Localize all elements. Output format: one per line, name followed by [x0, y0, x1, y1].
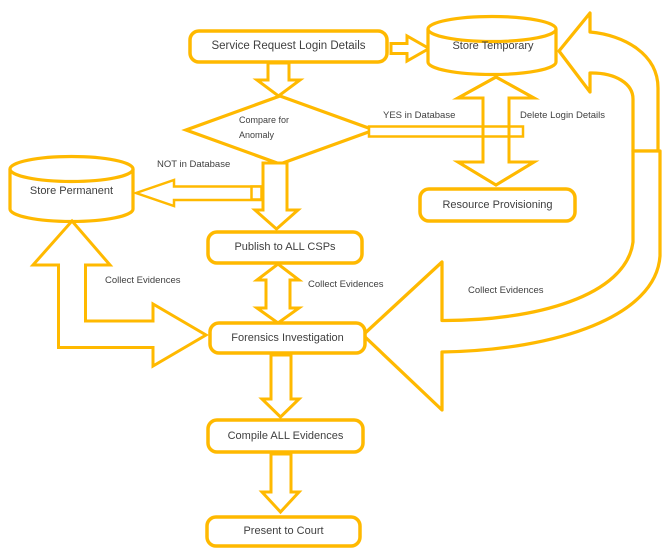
- forensics-box: [208, 321, 367, 355]
- present-court-box: [205, 515, 362, 548]
- compare-anomaly-label: Compare for Anomaly: [239, 113, 289, 143]
- arrow-store-temporary-resource-outline: [452, 75, 540, 187]
- arrow-publish-forensics-double: [252, 262, 304, 325]
- publish-csps-label: Publish to ALL CSPs: [234, 241, 336, 254]
- compare-anomaly-label-line2: Anomaly: [239, 130, 275, 140]
- compare-anomaly-label-line1: Compare for: [239, 115, 290, 125]
- arrow-compare-to-store-permanent: [132, 178, 270, 208]
- arrow-store-permanent-forensics-bent-double: [29, 218, 209, 369]
- arrow-service-to-store-temporary: [389, 33, 433, 64]
- edge-label-collect-evidences-left: Collect Evidences: [105, 275, 181, 286]
- arrow-service-to-compare: [252, 61, 305, 98]
- service-request-box: [188, 29, 389, 64]
- resource-provisioning-box: [418, 187, 577, 223]
- edge-label-delete-login-details: Delete Login Details: [520, 110, 606, 121]
- arrow-compile-to-present: [258, 452, 303, 515]
- present-court-label: Present to Court: [243, 525, 324, 538]
- store-permanent-cylinder: [8, 154, 135, 224]
- edge-label-not-in-database: NOT in Database: [157, 159, 231, 170]
- curved-arrow-to-forensics: [361, 149, 662, 412]
- publish-csps-box: [206, 230, 364, 265]
- arrow-compare-to-publish: [251, 161, 302, 232]
- curved-arrow-to-store-temporary: [557, 11, 660, 153]
- connector-yes-bar: [367, 125, 525, 138]
- edge-label-collect-evidences-middle: Collect Evidences: [308, 279, 384, 290]
- store-temporary-cylinder: [426, 14, 558, 77]
- compile-evidences-label: Compile ALL Evidences: [227, 429, 344, 442]
- store-temporary-label: Store Temporary: [452, 39, 534, 52]
- edge-label-yes-in-database: YES in Database: [383, 110, 456, 121]
- forensics-label: Forensics Investigation: [231, 331, 344, 344]
- edge-label-collect-evidences-right: Collect Evidences: [468, 285, 544, 296]
- service-request-label: Service Request Login Details: [211, 39, 366, 52]
- store-permanent-label: Store Permanent: [29, 184, 114, 197]
- compile-evidences-box: [206, 418, 365, 454]
- arrow-forensics-to-compile: [258, 353, 303, 420]
- resource-provisioning-label: Resource Provisioning: [442, 198, 553, 211]
- connector-junction: [250, 185, 263, 201]
